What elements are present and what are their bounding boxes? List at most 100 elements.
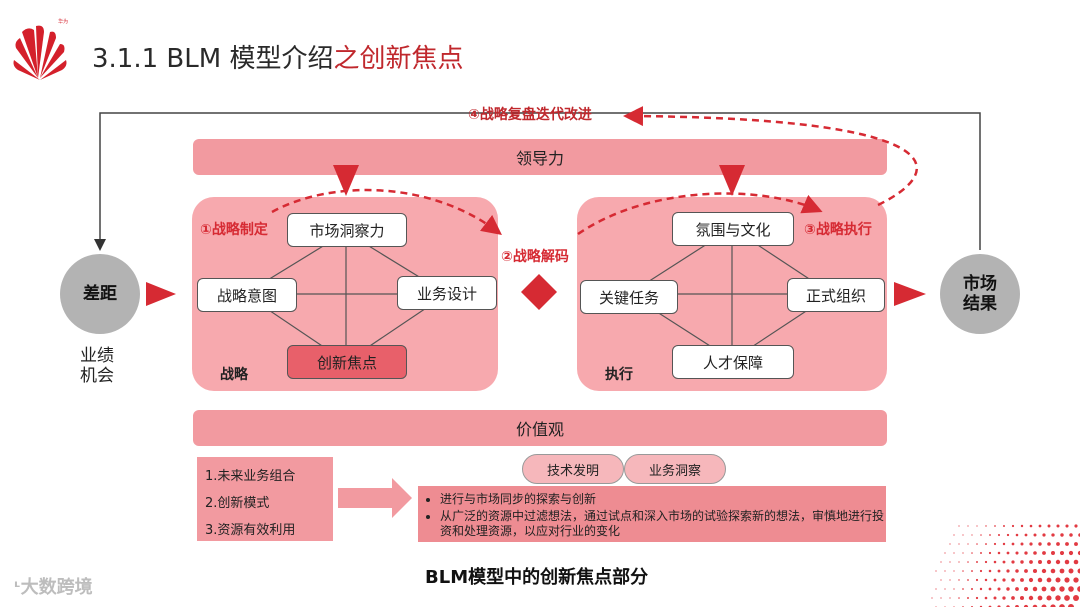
dot: [1056, 524, 1060, 528]
dot: [1077, 586, 1080, 592]
dot: [958, 561, 960, 563]
dot: [1038, 560, 1042, 564]
dot: [953, 570, 955, 572]
strategy-panel-label: 战略: [220, 367, 248, 383]
dot: [1068, 550, 1074, 556]
huawei-logo: [13, 25, 67, 80]
dot: [975, 596, 979, 600]
pill-tech-invention: 技术发明: [522, 454, 624, 484]
dot: [993, 560, 997, 564]
dot: [935, 588, 937, 590]
dot: [971, 570, 973, 572]
innovation-item: 3.资源有效利用: [205, 523, 296, 538]
market-text: 市场: [963, 273, 997, 294]
dot: [1006, 569, 1010, 573]
dot: [1032, 568, 1038, 574]
dot: [949, 579, 951, 581]
dot: [993, 596, 997, 600]
dot: [1059, 568, 1065, 574]
dot: [997, 551, 1001, 555]
dot: [1023, 586, 1029, 592]
dot: [962, 570, 964, 572]
dot: [1038, 524, 1042, 528]
dot: [1023, 604, 1029, 607]
dot: [1006, 551, 1010, 555]
dot: [993, 578, 997, 582]
dot: [976, 543, 978, 545]
dot: [988, 587, 992, 591]
dot: [988, 569, 992, 573]
dot: [1042, 551, 1046, 555]
dot: [1006, 587, 1010, 591]
dot: [1011, 542, 1015, 546]
dot: [1059, 550, 1065, 556]
leadership-bar: 领导力: [193, 139, 887, 175]
dot: [1011, 560, 1015, 564]
dot: [1056, 542, 1060, 546]
dot: [953, 588, 955, 590]
dot: [949, 561, 951, 563]
dot: [985, 525, 987, 527]
dot: [1055, 559, 1061, 565]
dot: [1065, 542, 1069, 546]
node-talent: 人才保障: [672, 345, 794, 379]
dot: [958, 525, 960, 527]
dot: [1077, 550, 1080, 556]
dot: [958, 579, 960, 581]
dot: [997, 533, 1001, 537]
dot: [967, 597, 969, 599]
dot: [1029, 542, 1033, 546]
watermark-icon: ᶫ: [14, 577, 21, 598]
dot: [1064, 577, 1070, 583]
dot: [980, 534, 982, 536]
watermark-text: 大数跨境: [20, 577, 93, 598]
dot: [1038, 542, 1042, 546]
dot: [967, 543, 969, 545]
title-main: 3.1.1 BLM 模型介绍: [92, 44, 334, 74]
dot: [1077, 568, 1080, 574]
dot: [1002, 560, 1006, 564]
dot: [1074, 542, 1078, 546]
logo-text: 华为: [58, 19, 69, 25]
values-bar: 价值观: [193, 410, 887, 446]
dot: [993, 542, 997, 546]
dot: [1072, 594, 1080, 602]
dot: [976, 525, 978, 527]
dot: [958, 597, 960, 599]
dot: [940, 579, 942, 581]
dot: [1060, 533, 1064, 537]
dot: [1068, 568, 1074, 574]
dot: [1047, 542, 1051, 546]
dot: [1011, 578, 1015, 582]
dot: [1059, 604, 1065, 607]
dot: [1020, 560, 1024, 564]
dot: [1002, 578, 1006, 582]
dot: [1073, 577, 1079, 583]
dot: [1050, 568, 1056, 574]
dot: [949, 597, 951, 599]
dot: [953, 534, 955, 536]
dot: [980, 552, 982, 554]
dot: [1019, 595, 1025, 601]
dot: [949, 543, 951, 545]
result-text: 结果: [963, 294, 997, 314]
dot: [962, 552, 964, 554]
dot: [997, 587, 1001, 591]
dot: [1041, 604, 1047, 607]
dot: [994, 525, 996, 527]
dot: [1002, 542, 1006, 546]
dot: [1050, 586, 1056, 592]
dot: [1051, 533, 1055, 537]
node-key-tasks: 关键任务: [580, 280, 678, 314]
dot: [1029, 524, 1033, 528]
dot: [1015, 533, 1019, 537]
dot: [944, 570, 946, 572]
dot: [1020, 578, 1024, 582]
dot: [1064, 559, 1070, 565]
dot: [1015, 569, 1019, 573]
watermark: ᶫ大数跨境: [14, 573, 93, 599]
page-title: 3.1.1 BLM 模型介绍之创新焦点: [92, 38, 463, 75]
dot: [1069, 533, 1073, 537]
dot: [1024, 533, 1028, 537]
